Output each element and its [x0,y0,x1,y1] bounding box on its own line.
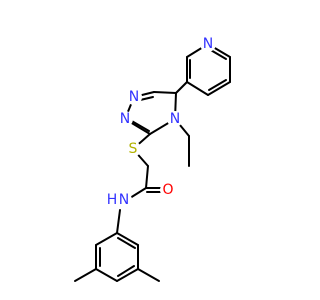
atom-label-n-triazole-4: N [170,111,180,127]
bond [207,81,231,96]
bond [208,79,227,91]
bond-n-aryl [116,209,121,234]
bond-methyl-right [137,268,160,282]
bond [116,268,139,282]
atom-label-n-triazole-1: N [129,89,139,105]
bond [129,119,150,132]
bond [95,268,118,282]
atom-triazole-nitrogen-2: N [117,111,133,127]
atom-triazole-nitrogen-1: N [126,89,142,105]
atom-label-h-amide: H [107,192,118,208]
atom-label-n-pyridine: N [203,36,213,52]
atom-amide-nitrogen: N H [107,192,132,208]
bond-methyl-left [74,268,97,282]
bond-c-n [129,187,147,199]
atom-oxygen: O [160,182,176,198]
atom-triazole-nitrogen-4: N [167,111,183,127]
bond [117,265,135,277]
atom-label-o: O [162,182,173,198]
atom-label-n-triazole-2: N [120,111,130,127]
bond-ch2-co [145,165,149,189]
bond [186,81,209,96]
atom-sulfur: S [125,141,141,157]
bond [153,91,177,94]
bond [95,232,118,246]
bond [116,232,139,246]
dimethylphenyl-ring [74,232,160,282]
molecule-structure-canvas: N N N N S O N H [74,36,231,282]
bond [117,237,136,249]
pyridine-ring [186,43,231,96]
atom-label-s: S [129,141,138,157]
atom-pyridine-nitrogen: N [200,36,216,52]
atom-label-n-amide: N [119,192,129,208]
bond-pyridine-triazole [175,81,188,94]
